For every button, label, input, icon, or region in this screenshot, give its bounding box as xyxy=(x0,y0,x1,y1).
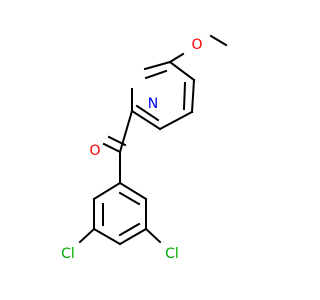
chemical-structure-svg: O N O Cl Cl xyxy=(61,34,228,262)
carbonyl-double-bond-left xyxy=(102,142,122,154)
pyridine-bond-nitrogen-c6-inner xyxy=(144,69,168,80)
pyridine-bond-c3-c2 xyxy=(130,109,162,131)
methyl-to-oxygen-bond xyxy=(209,34,228,47)
methoxy-oxygen-label: O xyxy=(191,37,202,53)
carbonyl-oxygen-label: O xyxy=(89,143,100,159)
carbonyl-double-bond-right xyxy=(107,135,127,147)
right-chlorine-label: Cl xyxy=(165,246,179,262)
benzene-bond-bottom-right xyxy=(118,227,148,246)
left-chlorine-label: Cl xyxy=(61,246,75,262)
pyridine-bond-c3-c2-inner xyxy=(135,104,160,122)
pyridine-bond-c5-c4 xyxy=(190,78,196,114)
pyridine-bond-c4-c3 xyxy=(158,110,194,131)
benzene-bond-top-right-inner xyxy=(118,191,141,206)
oxygen-to-pyridine-bond xyxy=(168,52,185,64)
pyridine-nitrogen-label: N xyxy=(148,96,158,112)
pyridine-bond-c5-c4-inner xyxy=(182,81,187,111)
benzene-bond-bottom-right-inner xyxy=(118,222,141,237)
pyridine-bond-nitrogen-c6 xyxy=(143,60,172,71)
left-chlorine-bond xyxy=(78,227,96,244)
pyridine-bond-c6-c5 xyxy=(168,60,196,82)
carbonyl-to-pyridine-bond xyxy=(118,109,134,154)
benzene-bond-bottom-left xyxy=(92,227,122,246)
benzene-bond-top-left xyxy=(92,181,122,201)
molecule-canvas: O N O Cl Cl xyxy=(61,34,228,262)
right-chlorine-bond xyxy=(144,227,162,244)
benzene-bond-top-right xyxy=(118,181,148,201)
